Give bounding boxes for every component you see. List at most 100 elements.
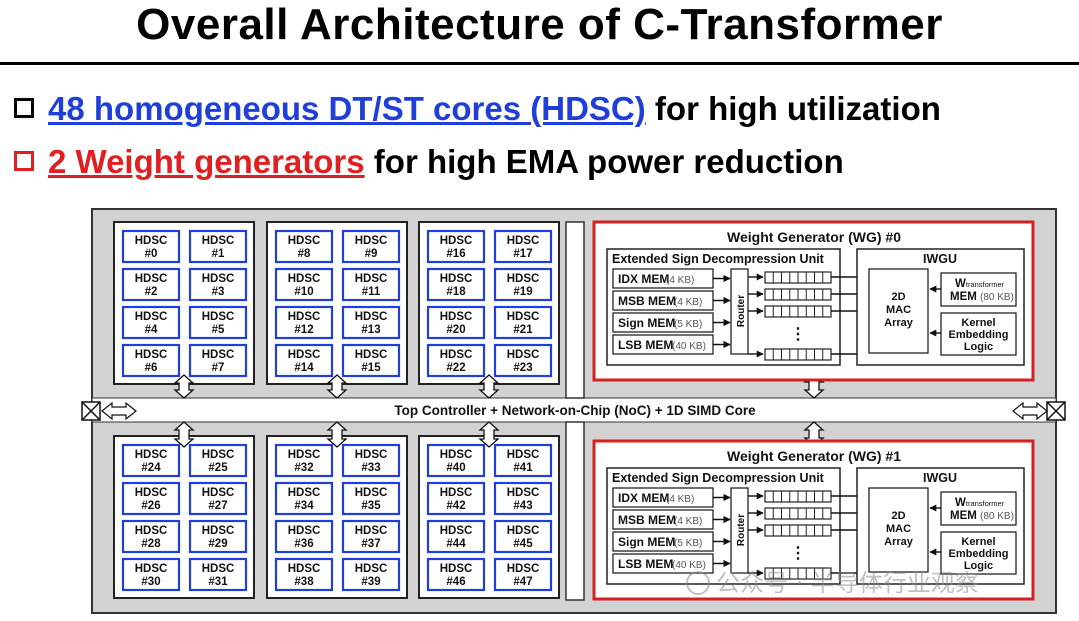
- bullet-hdsc-rest: for high utilization: [645, 90, 941, 127]
- hdsc-core: HDSC#39: [341, 557, 401, 592]
- hdsc-core-label: HDSC: [202, 349, 235, 361]
- hdsc-core-id: #23: [513, 362, 532, 374]
- bullet-wg: 2 Weight generators for high EMA power r…: [14, 142, 844, 182]
- hdsc-core-id: #33: [361, 462, 380, 474]
- hdsc-core: HDSC#42: [426, 481, 486, 516]
- hdsc-core-id: #22: [446, 362, 465, 374]
- hdsc-cluster: HDSC#8HDSC#9HDSC#10HDSC#11HDSC#12HDSC#13…: [266, 221, 408, 385]
- hdsc-core-label: HDSC: [507, 235, 540, 247]
- hdsc-core-label: HDSC: [288, 349, 321, 361]
- hdsc-core-label: HDSC: [440, 487, 473, 499]
- hdsc-core: HDSC#8: [274, 229, 334, 264]
- mem-name: Sign MEM: [618, 316, 675, 330]
- hdsc-core: HDSC#25: [188, 443, 248, 478]
- hdsc-core-id: #2: [145, 286, 158, 298]
- hdsc-core-id: #42: [446, 500, 465, 512]
- hdsc-core: HDSC#6: [121, 343, 181, 378]
- cluster-noc-arrow-icon: [326, 374, 348, 399]
- hdsc-core-label: HDSC: [507, 273, 540, 285]
- hdsc-core-label: HDSC: [288, 235, 321, 247]
- hdsc-core: HDSC#24: [121, 443, 181, 478]
- hdsc-core: HDSC#9: [341, 229, 401, 264]
- iwgu-label: IWGU: [923, 471, 957, 485]
- hdsc-core-label: HDSC: [440, 235, 473, 247]
- mem-size: (4 KB): [666, 494, 694, 505]
- mem-name: LSB MEM: [618, 557, 673, 571]
- hdsc-core: HDSC#20: [426, 305, 486, 340]
- mac-array-label: Array: [884, 317, 914, 329]
- hdsc-core: HDSC#33: [341, 443, 401, 478]
- separator-column-top: [565, 221, 585, 399]
- mem-name: MSB MEM: [618, 294, 676, 308]
- hdsc-core-label: HDSC: [355, 273, 388, 285]
- hdsc-core-id: #30: [141, 576, 160, 588]
- hdsc-core-label: HDSC: [440, 349, 473, 361]
- hdsc-core: HDSC#1: [188, 229, 248, 264]
- ellipsis-icon: ⋮: [790, 326, 806, 343]
- wt-mem-size: (80 KB): [980, 292, 1014, 303]
- mac-array-block: [868, 487, 929, 573]
- hdsc-core: HDSC#14: [274, 343, 334, 378]
- hdsc-core: HDSC#47: [493, 557, 553, 592]
- hdsc-core-label: HDSC: [202, 525, 235, 537]
- bullet-wg-rest: for high EMA power reduction: [364, 143, 844, 180]
- wt-main: W: [955, 497, 966, 509]
- hdsc-core-label: HDSC: [440, 525, 473, 537]
- fifo-queue: [764, 305, 832, 318]
- hdsc-core-label: HDSC: [355, 487, 388, 499]
- hdsc-core-label: HDSC: [288, 273, 321, 285]
- checkbox-bullet-icon: [14, 151, 34, 171]
- wt-sub: transformer: [966, 499, 1005, 508]
- mem-name: MSB MEM: [618, 513, 676, 527]
- mac-array-label: MAC: [886, 304, 911, 316]
- hdsc-core-label: HDSC: [135, 449, 168, 461]
- hdsc-cluster: HDSC#40HDSC#41HDSC#42HDSC#43HDSC#44HDSC#…: [418, 435, 560, 599]
- hdsc-core: HDSC#32: [274, 443, 334, 478]
- mac-array-label: Array: [884, 536, 914, 548]
- title-divider: [0, 62, 1079, 65]
- hdsc-core-label: HDSC: [355, 235, 388, 247]
- hdsc-core-label: HDSC: [507, 349, 540, 361]
- hdsc-core-id: #47: [513, 576, 532, 588]
- hdsc-core: HDSC#11: [341, 267, 401, 302]
- hdsc-core-id: #8: [298, 248, 311, 260]
- hdsc-core-label: HDSC: [202, 563, 235, 575]
- hdsc-core: HDSC#36: [274, 519, 334, 554]
- hdsc-core-id: #21: [513, 324, 533, 336]
- hdsc-core: HDSC#4: [121, 305, 181, 340]
- mem-size: (40 KB): [672, 560, 706, 571]
- hdsc-core-id: #15: [361, 362, 381, 374]
- hdsc-core: HDSC#17: [493, 229, 553, 264]
- hdsc-core-label: HDSC: [355, 311, 388, 323]
- hdsc-core-id: #39: [361, 576, 380, 588]
- mac-array-block: [868, 268, 929, 354]
- hdsc-core-label: HDSC: [507, 449, 540, 461]
- hdsc-core-label: HDSC: [507, 563, 540, 575]
- hdsc-core-id: #27: [208, 500, 227, 512]
- iwgu-label: IWGU: [923, 252, 957, 266]
- hdsc-core-label: HDSC: [288, 449, 321, 461]
- hdsc-core-label: HDSC: [355, 449, 388, 461]
- wtransformer-label: Wtransformer: [955, 278, 1005, 290]
- hdsc-cluster: HDSC#16HDSC#17HDSC#18HDSC#19HDSC#20HDSC#…: [418, 221, 560, 385]
- page-title: Overall Architecture of C-Transformer: [136, 0, 943, 49]
- io-arrow-right-icon: [1012, 401, 1048, 421]
- wt-mem-label: MEM: [950, 291, 977, 303]
- hdsc-core-id: #37: [361, 538, 380, 550]
- hdsc-core-id: #25: [208, 462, 228, 474]
- wechat-icon: [686, 571, 710, 595]
- hdsc-core-id: #17: [513, 248, 532, 260]
- separator-column-bottom: [565, 421, 585, 601]
- hdsc-core: HDSC#13: [341, 305, 401, 340]
- esdu-label: Extended Sign Decompression Unit: [612, 252, 825, 266]
- hdsc-core-id: #13: [361, 324, 380, 336]
- noc-label: Top Controller + Network-on-Chip (NoC) +…: [394, 403, 756, 418]
- hdsc-core: HDSC#37: [341, 519, 401, 554]
- hdsc-core: HDSC#28: [121, 519, 181, 554]
- kernel-embedding-label: Kernel: [961, 536, 995, 548]
- hdsc-core: HDSC#30: [121, 557, 181, 592]
- fifo-queue: [764, 524, 832, 537]
